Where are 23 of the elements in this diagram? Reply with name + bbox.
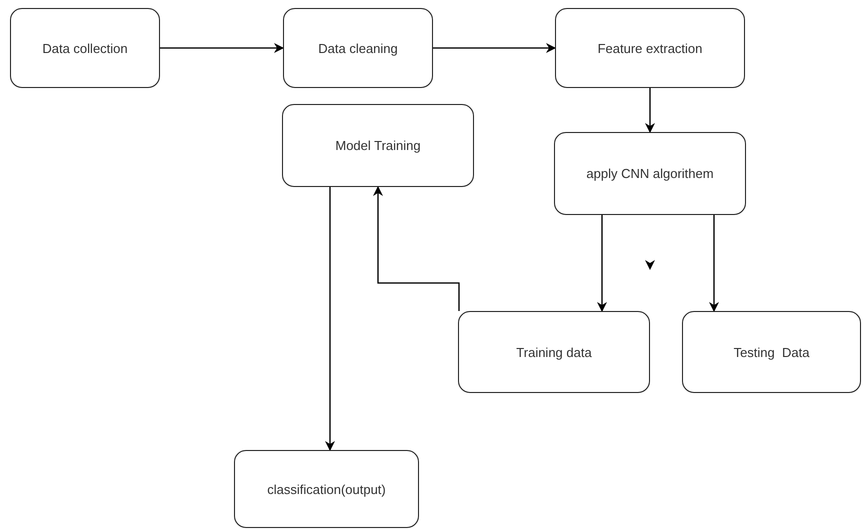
box-label: Data cleaning: [318, 40, 398, 56]
process-box: [555, 8, 745, 88]
box-label: classification(output): [267, 482, 386, 496]
process-box: [282, 104, 474, 187]
process-box: [458, 311, 650, 393]
process-box: [10, 8, 160, 88]
box-label: apply CNN algorithem: [586, 166, 714, 181]
box-label: Data collection: [42, 40, 128, 56]
process-box: [234, 450, 419, 528]
arrow: [597, 215, 607, 312]
box-label: Feature extraction: [598, 40, 702, 56]
arrow: [709, 215, 719, 312]
arrow: [373, 186, 460, 311]
arrow: [433, 43, 556, 53]
process-box: [283, 8, 433, 88]
box-label: Model Training: [335, 138, 421, 153]
process-box: [682, 311, 861, 393]
box-label: Training data: [516, 344, 592, 360]
arrow: [325, 187, 335, 451]
box-label: Testing Data: [734, 344, 810, 360]
process-box: [554, 132, 746, 215]
arrow: [160, 43, 284, 53]
arrow: [645, 88, 655, 133]
